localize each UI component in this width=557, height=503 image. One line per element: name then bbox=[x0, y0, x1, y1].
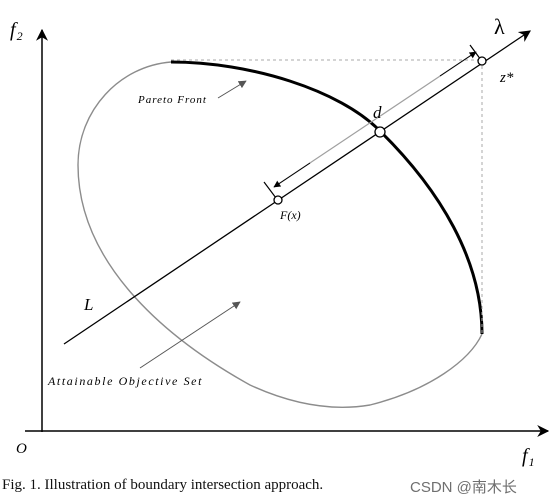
point-Fx bbox=[273, 195, 283, 205]
distance-arrow-up bbox=[439, 51, 477, 77]
line-L bbox=[63, 30, 531, 345]
point-zstar bbox=[477, 56, 487, 66]
fx-tick bbox=[263, 181, 277, 199]
watermark: CSDN @南木长 bbox=[410, 479, 517, 496]
L-label: L bbox=[83, 295, 93, 314]
zstar-label: z* bbox=[499, 70, 514, 86]
figure-caption: Fig. 1. Illustration of boundary interse… bbox=[2, 477, 324, 493]
attainable-set-boundary bbox=[77, 61, 483, 408]
lambda-label: λ bbox=[494, 14, 505, 39]
Fx-label: F(x) bbox=[279, 208, 301, 222]
attainable-set-pointer bbox=[139, 301, 241, 369]
distance-arrow-down bbox=[273, 162, 311, 188]
pareto-front-label: Pareto Front bbox=[137, 94, 207, 106]
point-d bbox=[374, 126, 386, 138]
origin-label: O bbox=[16, 441, 27, 457]
f1-label: f1 bbox=[522, 445, 535, 469]
attainable-set-label: Attainable Objective Set bbox=[47, 374, 203, 388]
pareto-front-curve bbox=[170, 60, 484, 335]
f2-label: f2 bbox=[10, 19, 23, 43]
pareto-front-pointer bbox=[217, 80, 247, 99]
d-label: d bbox=[373, 103, 382, 122]
